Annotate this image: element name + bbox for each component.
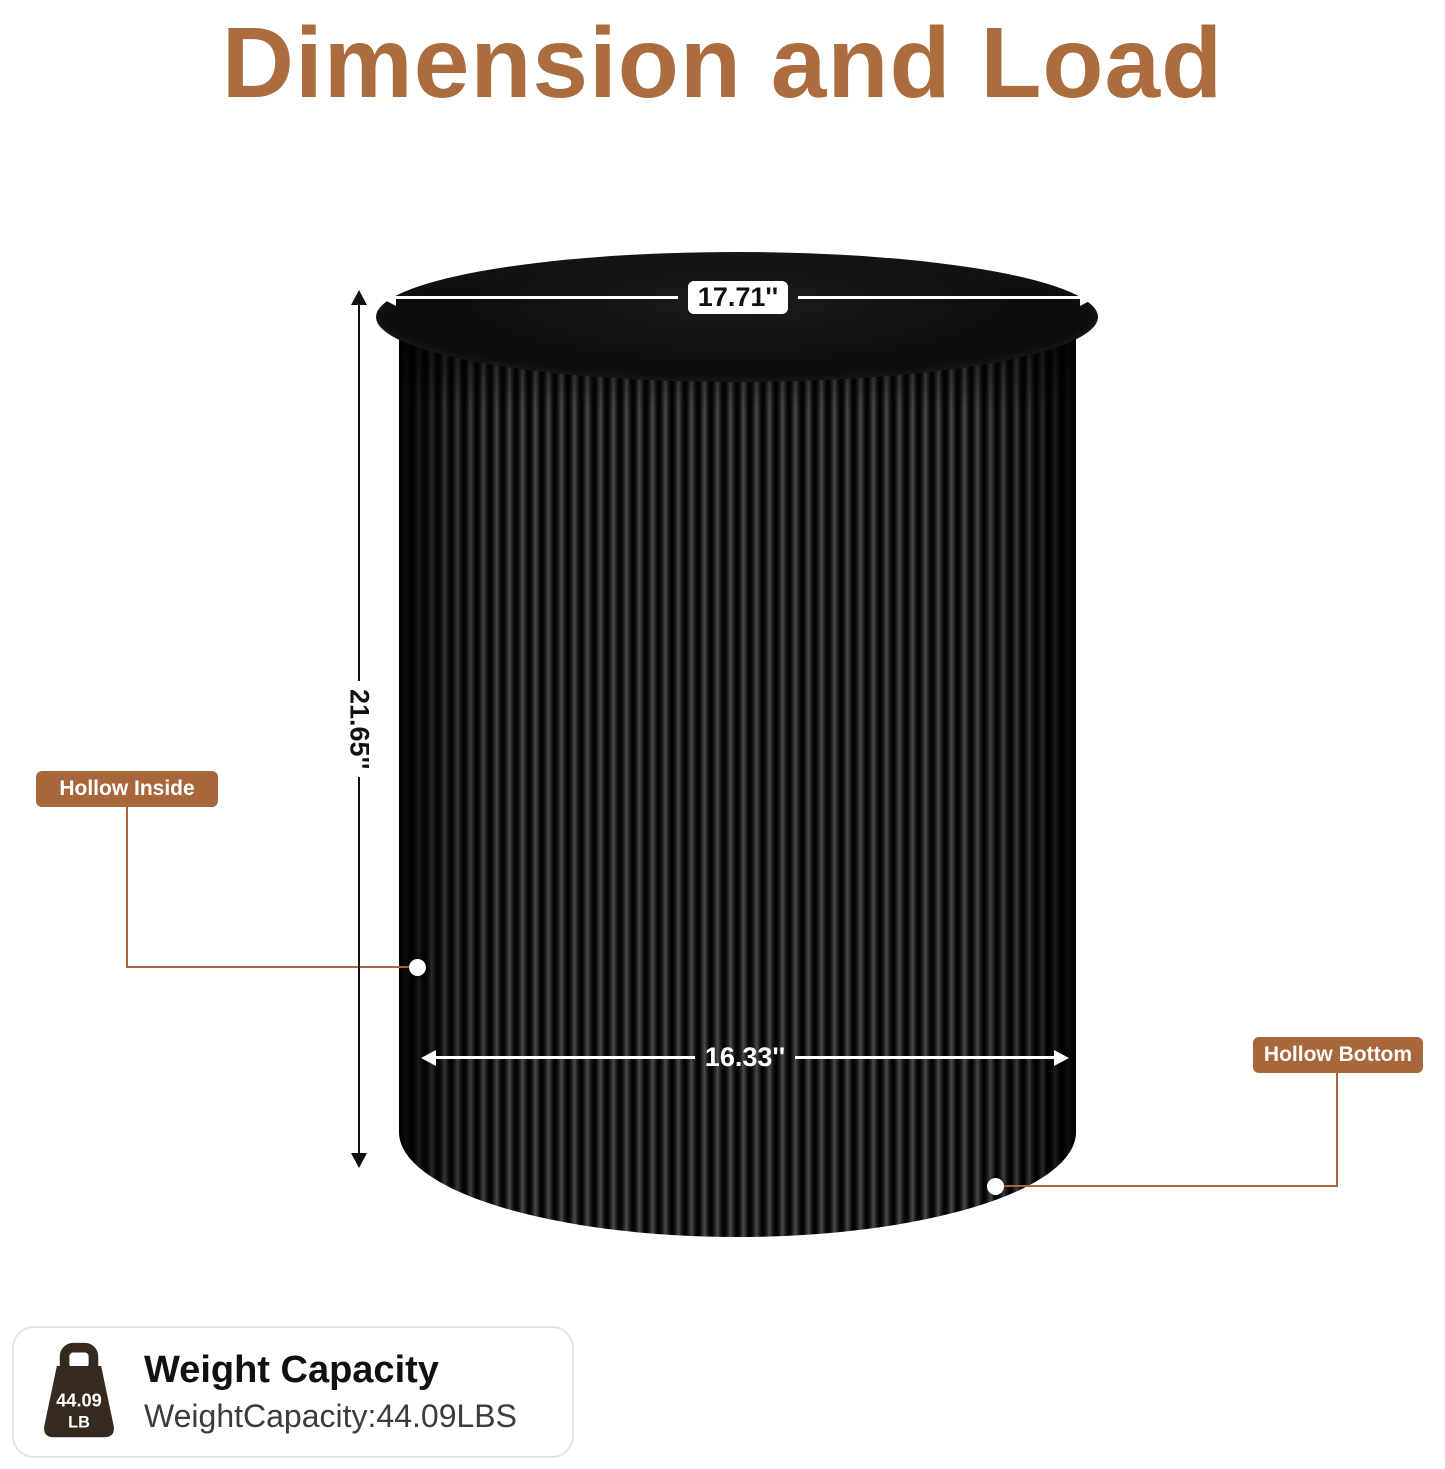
arrowhead-right-icon xyxy=(1080,289,1096,306)
arrowhead-down-icon xyxy=(351,1153,367,1169)
page-title: Dimension and Load xyxy=(221,7,1224,119)
hollow-bottom-leader-horizontal xyxy=(1002,1185,1338,1187)
dimension-line xyxy=(357,305,361,681)
table-fluted-body xyxy=(399,320,1076,1237)
inner-width-label: 16.33'' xyxy=(704,1042,786,1072)
top-diameter-label: 17.71'' xyxy=(687,281,789,314)
weight-capacity-card: 44.09 LB Weight Capacity WeightCapacity:… xyxy=(12,1326,574,1458)
weight-capacity-detail: WeightCapacity:44.09LBS xyxy=(144,1398,517,1434)
dimension-line xyxy=(357,777,361,1154)
hollow-bottom-leader-vertical xyxy=(1336,1073,1338,1187)
hollow-inside-leader-vertical xyxy=(126,807,128,968)
dimension-line xyxy=(396,296,678,299)
arrowhead-left-icon xyxy=(421,1049,436,1066)
hollow-bottom-marker-dot xyxy=(987,1178,1004,1195)
hollow-inside-badge: Hollow Inside xyxy=(36,771,218,807)
height-dimension-arrow: 21.65'' xyxy=(344,290,375,1169)
table-top-surface xyxy=(376,252,1098,382)
dimension-line xyxy=(795,1056,1055,1059)
dimension-line xyxy=(798,296,1081,299)
arrowhead-right-icon xyxy=(1054,1049,1070,1066)
weight-icon: 44.09 LB xyxy=(44,1342,114,1438)
weight-capacity-heading: Weight Capacity xyxy=(144,1349,439,1391)
hollow-inside-marker-dot xyxy=(409,959,426,976)
arrowhead-left-icon xyxy=(381,289,396,306)
dimension-line xyxy=(436,1056,695,1059)
weight-icon-unit: LB xyxy=(68,1414,90,1432)
weight-icon-value: 44.09 xyxy=(56,1389,102,1410)
top-diameter-dimension-arrow: 17.71'' xyxy=(381,281,1096,314)
weight-capacity-texts: Weight Capacity WeightCapacity:44.09LBS xyxy=(144,1349,517,1435)
hollow-inside-leader-horizontal xyxy=(126,966,414,968)
height-label: 21.65'' xyxy=(344,688,375,770)
hollow-bottom-badge: Hollow Bottom xyxy=(1253,1037,1423,1073)
inner-width-dimension-arrow: 16.33'' xyxy=(421,1042,1070,1073)
arrowhead-up-icon xyxy=(351,290,367,305)
